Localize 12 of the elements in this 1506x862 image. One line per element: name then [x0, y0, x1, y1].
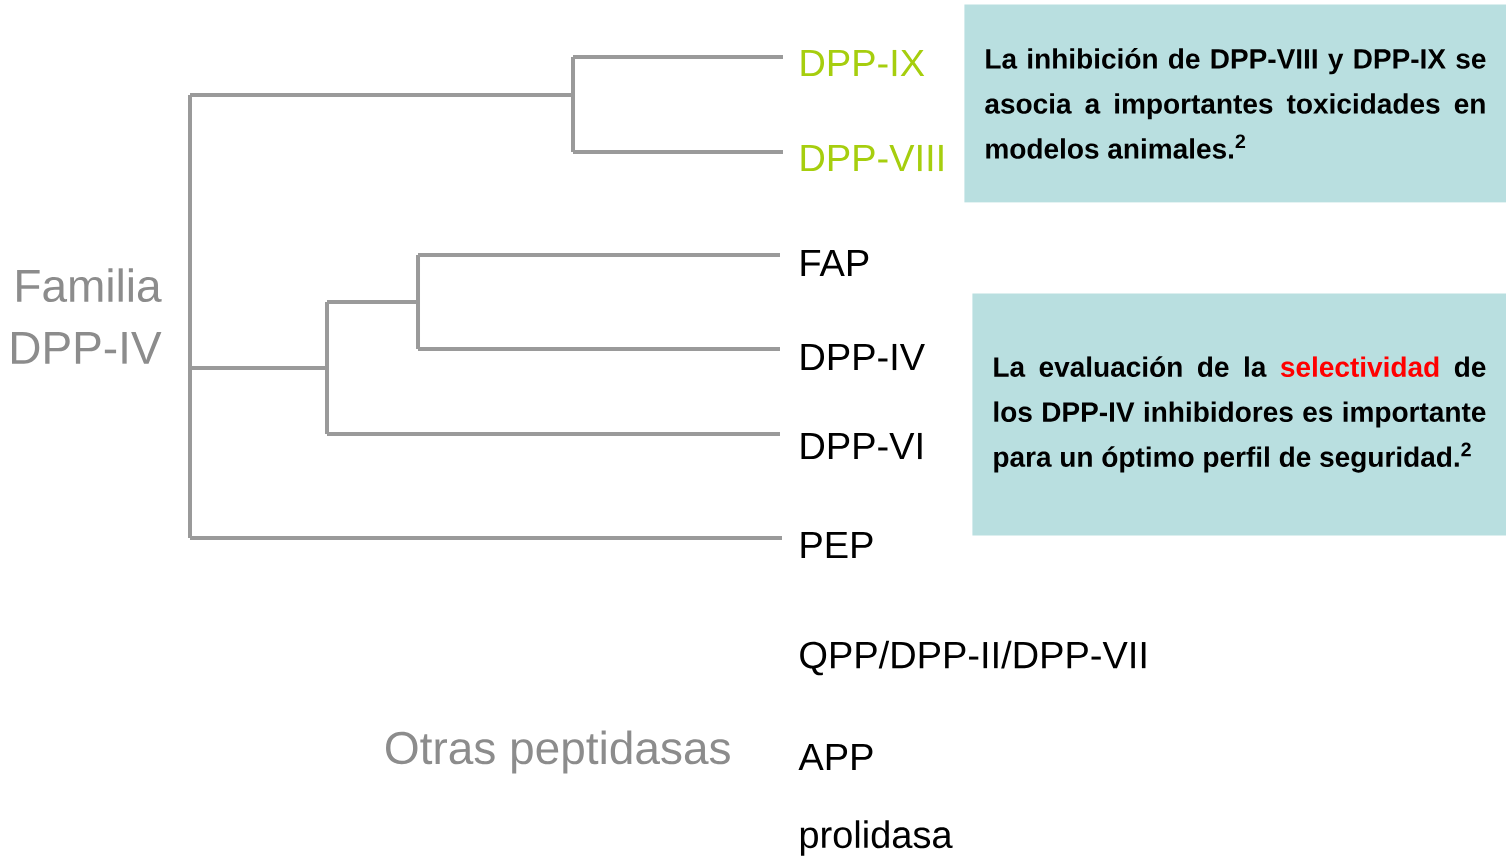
group-label: Familia DPP-IV — [12, 268, 162, 364]
callout-box: La inhibición de DPP-VIII y DPP-IX se asocia a importantes toxicidades en modelos animales.$^{2}$ — [964, 4, 1506, 203]
callout-box: La evaluación de la selectividad de los DPP-IV inhibidores es importante para un óptimo perfil de seguridad.$^{2}$ — [972, 293, 1506, 536]
enzyme-label: DPP-VI — [801, 432, 922, 460]
enzyme-label: PEP — [801, 531, 873, 559]
enzyme-label: FAP — [801, 249, 869, 277]
enzyme-label: QPP/DPP-II/DPP-VII — [800, 640, 1146, 676]
enzyme-label: DPP-IX — [801, 49, 925, 77]
group-label: Otras peptidasas — [386, 730, 730, 774]
enzyme-label: DPP-IV — [801, 343, 925, 371]
enzyme-label: prolidasa — [800, 820, 953, 856]
enzyme-label: APP — [798, 743, 873, 771]
